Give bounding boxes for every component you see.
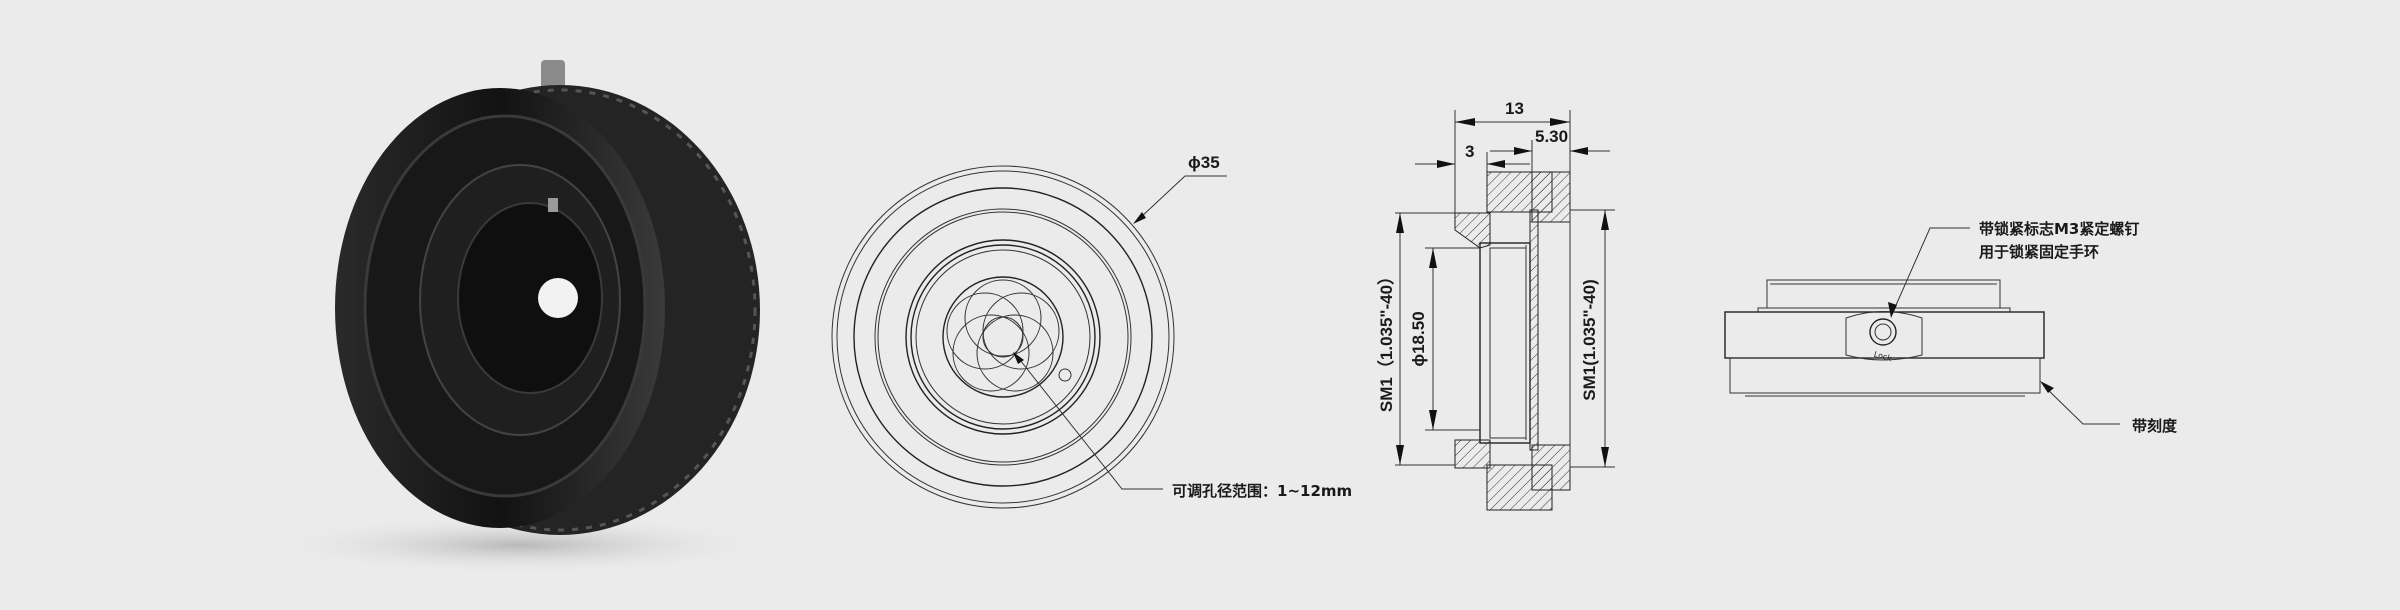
left-thread-label: SM1（1.035"-40） xyxy=(1376,268,1396,412)
screw-label-line1: 带锁紧标志M3紧定螺钉 xyxy=(1979,220,2139,238)
aperture-range-label: 可调孔径范围：1~12mm xyxy=(1172,482,1352,500)
left-offset-label: 3 xyxy=(1465,142,1474,161)
front-view-drawing: ϕ35 可调孔径范围：1~12mm xyxy=(831,153,1352,509)
side-view-drawing: Lock 带锁紧标志M3紧定螺钉 用于锁紧固定手环 带刻度 xyxy=(1724,220,2178,435)
screw-label-line2: 用于锁紧固定手环 xyxy=(1979,243,2099,261)
section-view-drawing: 13 3 5.30 SM1（1.035"-40） ϕ18.50 SM1(1.03… xyxy=(1376,99,1615,511)
diameter-label: ϕ35 xyxy=(1188,153,1220,172)
product-render xyxy=(260,60,780,575)
lock-mark: Lock xyxy=(1873,350,1893,364)
lock-screw-render xyxy=(541,60,565,92)
right-thread-label: SM1(1.035"-40) xyxy=(1580,279,1599,400)
width-dimension-label: 13 xyxy=(1505,99,1524,118)
iris-blades xyxy=(946,279,1060,392)
iris-aperture xyxy=(538,278,578,318)
right-offset-label: 5.30 xyxy=(1535,127,1568,146)
scale-label: 带刻度 xyxy=(2132,417,2178,435)
bore-diameter-label: ϕ18.50 xyxy=(1409,311,1428,366)
lock-plate xyxy=(1845,311,1923,361)
lock-screw xyxy=(1869,318,1897,346)
